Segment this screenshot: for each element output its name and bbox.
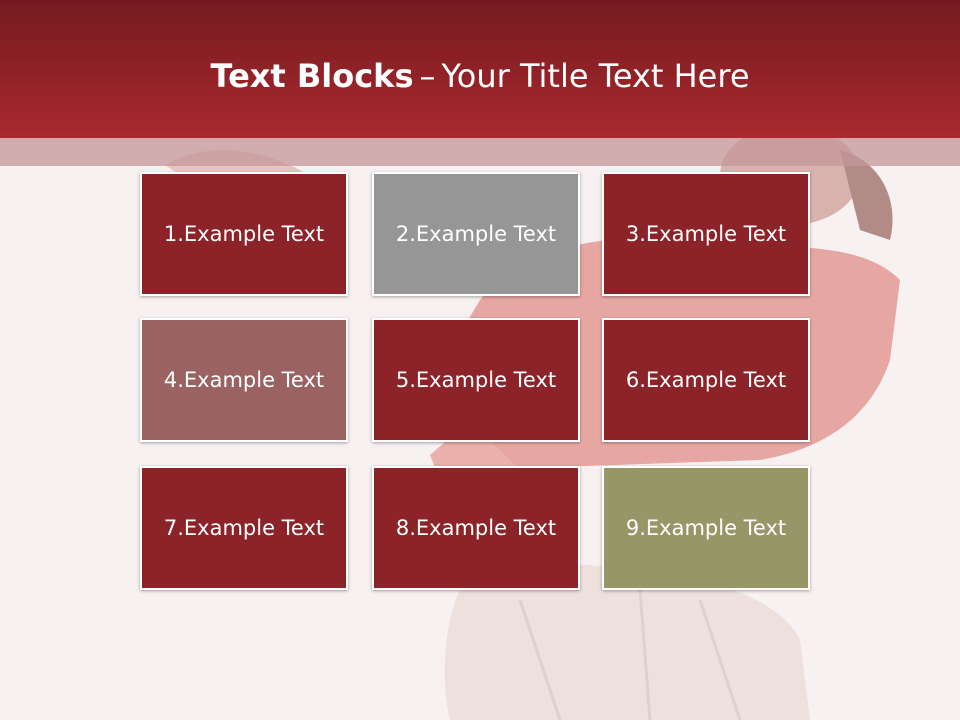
slide-title: Text Blocks–Your Title Text Here: [0, 54, 960, 98]
text-block-2[interactable]: 2.Example Text: [372, 172, 580, 296]
title-separator: –: [419, 57, 436, 95]
text-block-3[interactable]: 3.Example Text: [602, 172, 810, 296]
text-block-9[interactable]: 9.Example Text: [602, 466, 810, 590]
text-block-7[interactable]: 7.Example Text: [140, 466, 348, 590]
text-block-1[interactable]: 1.Example Text: [140, 172, 348, 296]
title-bar: [0, 0, 960, 138]
title-stripe: [0, 138, 960, 166]
text-block-8[interactable]: 8.Example Text: [372, 466, 580, 590]
title-rest-part: Your Title Text Here: [441, 57, 750, 95]
text-block-5[interactable]: 5.Example Text: [372, 318, 580, 442]
title-bold-part: Text Blocks: [210, 57, 414, 95]
text-block-6[interactable]: 6.Example Text: [602, 318, 810, 442]
text-block-4[interactable]: 4.Example Text: [140, 318, 348, 442]
